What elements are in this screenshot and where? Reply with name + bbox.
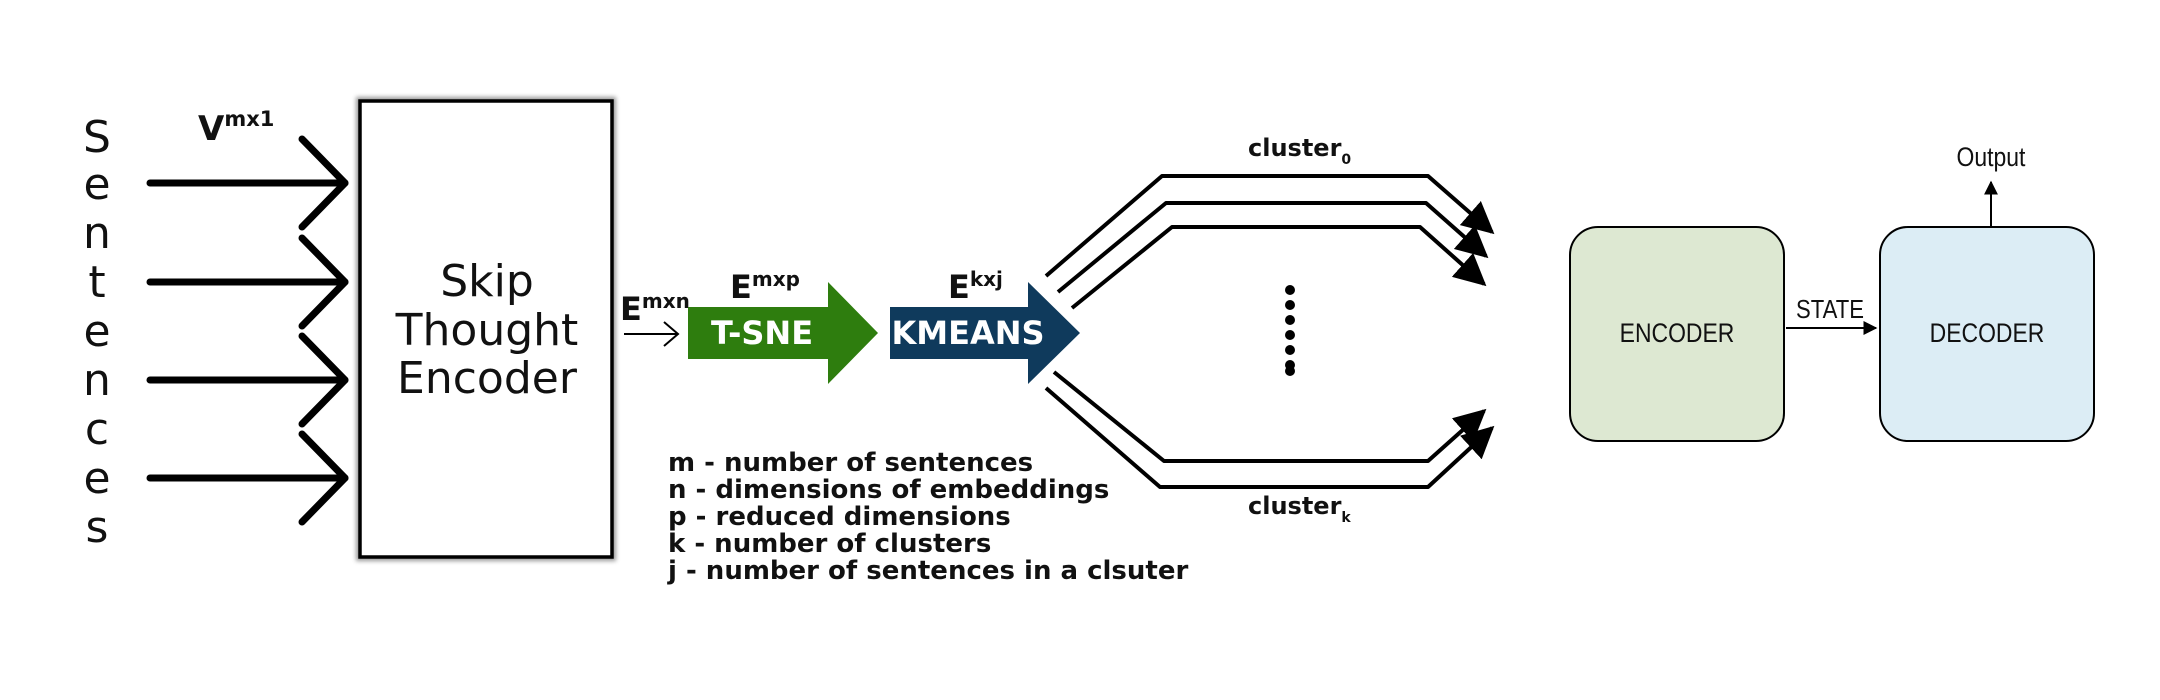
input-vector-sup: mx1 (224, 107, 274, 131)
ellipsis-dot (1285, 315, 1295, 325)
state-label: STATE (1796, 295, 1864, 324)
kmeans-block: KMEANS (890, 282, 1080, 384)
ellipsis-dot (1285, 285, 1295, 295)
skip-thought-encoder: Skip Thought Encoder (356, 97, 616, 561)
sentences-label: S e n t e n c e s (83, 112, 111, 553)
skip-thought-line: Thought (395, 305, 579, 356)
sentences-letter: c (85, 404, 109, 455)
tsne-block: T-SNE (688, 282, 878, 384)
sentences-letter: S (83, 112, 111, 163)
input-arrow (146, 332, 349, 428)
input-arrow (146, 234, 349, 330)
embedding-label: Emxn (620, 289, 690, 328)
tsne-label: T-SNE (711, 314, 813, 352)
ellipsis-dot (1285, 300, 1295, 310)
sentences-letter: e (83, 453, 110, 504)
state-arrow: STATE (1786, 295, 1878, 335)
tsne-output-label: Emxp (730, 267, 800, 306)
legend-item: n - dimensions of embeddings (668, 475, 1109, 505)
ellipsis-dot (1285, 345, 1295, 355)
legend-item: j - number of sentences in a clsuter (667, 556, 1188, 586)
legend-item: m - number of sentences (668, 448, 1033, 478)
ellipsis-dot (1285, 330, 1295, 340)
legend-item: p - reduced dimensions (668, 502, 1011, 532)
skip-thought-line: Encoder (397, 353, 578, 404)
decoder-box: DECODER (1879, 226, 2095, 442)
sentences-letter: e (83, 159, 110, 210)
sentences-letter: s (86, 502, 109, 553)
kmeans-output-label: Ekxj (948, 267, 1003, 306)
input-vector-base: V (198, 109, 225, 149)
decoder-label: DECODER (1930, 318, 2045, 348)
input-arrow (146, 430, 349, 526)
input-vector-label: Vmx1 (198, 107, 274, 149)
output-arrow: Output (1957, 142, 2026, 227)
cluster-lines-top (1044, 174, 1495, 310)
encoder-box: ENCODER (1569, 226, 1785, 442)
sentences-letter: t (88, 257, 105, 308)
legend-item: k - number of clusters (668, 529, 991, 559)
input-arrows (146, 135, 349, 526)
sentences-letter: e (83, 306, 110, 357)
legend: m - number of sentences n - dimensions o… (667, 448, 1188, 586)
sentences-letter: n (83, 208, 111, 259)
ellipsis-dots (1285, 285, 1295, 376)
sentences-letter: n (83, 355, 111, 406)
kmeans-label: KMEANS (891, 314, 1044, 352)
output-label: Output (1957, 142, 2026, 172)
cluster-bottom-label: clusterk (1248, 492, 1351, 526)
cluster-top-label: cluster0 (1248, 134, 1351, 168)
encoder-label: ENCODER (1620, 318, 1735, 348)
ellipsis-dot (1285, 366, 1295, 376)
input-arrow (146, 135, 349, 231)
embedding-arrow (624, 321, 680, 347)
cluster-lines-bottom (1044, 370, 1495, 489)
skip-thought-line: Skip (440, 256, 534, 307)
